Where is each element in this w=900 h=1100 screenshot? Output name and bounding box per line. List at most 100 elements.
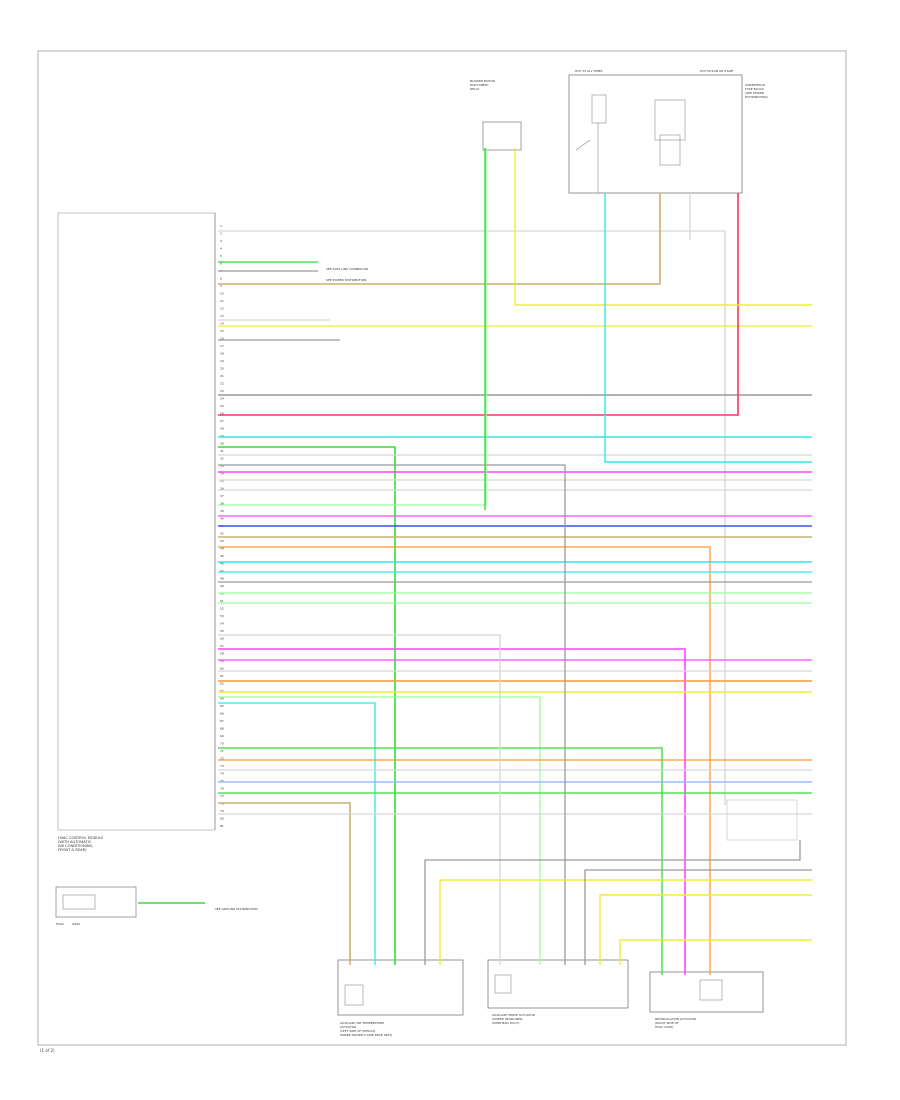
fuse-block-label-3: (SEE POWER xyxy=(745,91,764,95)
control-module-outline xyxy=(57,212,215,831)
connector-pin-label: 63 xyxy=(220,689,224,693)
connector-pin-label: 69 xyxy=(220,734,224,738)
connector-pin-label: 79 xyxy=(220,809,224,813)
connector-pin-label: 3 xyxy=(220,239,222,243)
aux-air-temp-actuator: AUXILIARY AIR TEMPERATURE ACTUATOR (LEFT… xyxy=(337,959,464,1037)
connector-pin-label: 58 xyxy=(220,652,224,656)
connector-pin-label: 9 xyxy=(220,284,222,288)
blower-relay: BLOWER MOTOR HIGH SPEED RELAY xyxy=(470,79,522,151)
relay-switch xyxy=(575,139,591,151)
actuator-label-4: UNDER DRIVER'S SIDE REAR SEAT) xyxy=(340,1033,392,1037)
wire-cyan-4 xyxy=(218,702,376,965)
wire-orange-1 xyxy=(218,546,711,975)
connector-pin-label: 59 xyxy=(220,659,224,663)
wire-red-1 xyxy=(218,193,739,416)
wire-gray-bottom-2 xyxy=(584,869,812,965)
connector-pin-label: 23 xyxy=(220,389,224,393)
connector-pin-label: 31 xyxy=(220,449,224,453)
diagram-frame xyxy=(37,50,847,1046)
wire-yellow-bottom-2 xyxy=(599,894,812,965)
connector-pin-label: 2 xyxy=(220,232,222,236)
connector-pin-label: 68 xyxy=(220,727,224,731)
connector-pin-label: 37 xyxy=(220,494,224,498)
wire-yellow-vert xyxy=(514,148,812,306)
underhood-fuse-block: HOT AT ALL TIMES HOT IN RUN OR START UND… xyxy=(568,69,768,194)
relay-element xyxy=(654,99,686,141)
connector-pin-label: 5 xyxy=(220,254,222,258)
connector-pin-label: 10 xyxy=(220,292,224,296)
blower-relay-label-1: BLOWER MOTOR xyxy=(470,79,495,83)
wire-green-2 xyxy=(218,446,396,965)
wire-harness xyxy=(138,148,812,975)
actuator-label-1: AUXILIARY AIR TEMPERATURE xyxy=(340,1021,384,1025)
splice-note-data-link: SEE DATA LINK CONNECTOR xyxy=(326,267,368,271)
connector-pin-label: 54 xyxy=(220,622,224,626)
connector-pin-label: 16 xyxy=(220,337,224,341)
connector-pin-label: 52 xyxy=(220,607,224,611)
hvac-control-module: 1234567891011121314151617181920212223242… xyxy=(57,212,224,852)
connector-pin-label: 70 xyxy=(220,742,224,746)
actuator-label-2: (UNDER HEADLINER, xyxy=(492,1017,523,1021)
actuator-label-3: (LEFT SIDE OF VEHICLE, xyxy=(340,1029,376,1033)
connector-pin-label: 14 xyxy=(220,322,224,326)
connector-pin-label: 26 xyxy=(220,412,224,416)
connector-pin-label: 18 xyxy=(220,352,224,356)
fuse-block-label-2: FUSE BLOCK xyxy=(745,87,765,91)
wire-white-11 xyxy=(218,634,501,965)
connector-pin-label: 80 xyxy=(220,817,224,821)
connector-pin-label: 20 xyxy=(220,367,224,371)
connector-pin-label: 28 xyxy=(220,427,224,431)
wire-yellow-bottom-1 xyxy=(439,879,812,965)
wire-lt-green-3 xyxy=(218,696,541,965)
connector-pin-label: 64 xyxy=(220,697,224,701)
actuator-box xyxy=(337,959,464,1016)
connector-pin-label: 19 xyxy=(220,359,224,363)
wire-green-3 xyxy=(218,148,487,506)
actuator-label-2: ACTUATOR xyxy=(340,1025,356,1029)
connector-pin-label: 1 xyxy=(220,224,222,228)
recirculation-actuator: RECIRCULATION ACTUATOR (RIGHT SIDE OF HV… xyxy=(649,971,764,1029)
connector-pin-label: 74 xyxy=(220,772,224,776)
connector-pin-label: 27 xyxy=(220,419,224,423)
wire-yellow-bottom-3 xyxy=(619,939,812,965)
blower-relay-label-3: RELAY xyxy=(470,87,480,91)
ground-block: HVAC G200 xyxy=(55,886,137,926)
connector-pin-label: 43 xyxy=(220,539,224,543)
connector-pin-label: 71 xyxy=(220,749,224,753)
connector-pin-label: 30 xyxy=(220,442,224,446)
ground-block-label-2: G200 xyxy=(72,922,80,926)
connector-pin-label: 46 xyxy=(220,562,224,566)
actuator-label-1: AUXILIARY MODE ACTUATOR xyxy=(492,1013,535,1017)
actuator-label-3: OVERHEAD DUCT) xyxy=(492,1021,519,1025)
connector-pin-label: 6 xyxy=(220,262,222,266)
connector-pin-label: 4 xyxy=(220,247,222,251)
connector-pin-label: 36 xyxy=(220,487,224,491)
actuator-inner xyxy=(344,984,364,1006)
connector-pin-label: 22 xyxy=(220,382,224,386)
connector-pin-label: 47 xyxy=(220,569,224,573)
connector-pin-label: 66 xyxy=(220,712,224,716)
connector-pin-label: 81 xyxy=(220,824,224,828)
connector-pin-label: 8 xyxy=(220,277,222,281)
connector-pin-label: 12 xyxy=(220,307,224,311)
blower-relay-label-2: HIGH SPEED xyxy=(470,83,489,87)
connector-pin-label: 57 xyxy=(220,644,224,648)
connector-pin-label: 24 xyxy=(220,397,224,401)
connector-pin-label: 34 xyxy=(220,472,224,476)
connector-pin-label: 62 xyxy=(220,682,224,686)
connector-pin-label: 73 xyxy=(220,764,224,768)
connector-pin-label: 72 xyxy=(220,757,224,761)
connector-pin-labels: 1234567891011121314151617181920212223242… xyxy=(220,224,224,828)
ground-block-outer xyxy=(55,886,137,918)
connector-pin-label: 42 xyxy=(220,532,224,536)
wire-tan-power xyxy=(218,193,661,285)
connector-pin-label: 53 xyxy=(220,614,224,618)
fuse-block-box xyxy=(568,74,743,194)
wire-white-top xyxy=(218,230,726,805)
connector-pin-label: 38 xyxy=(220,502,224,506)
connector-pin-label: 32 xyxy=(220,457,224,461)
fuse-block-label-4: DISTRIBUTION) xyxy=(745,95,768,99)
actuator-box xyxy=(649,971,764,1013)
splice-note-ground: SEE GROUND DISTRIBUTION xyxy=(215,907,258,911)
